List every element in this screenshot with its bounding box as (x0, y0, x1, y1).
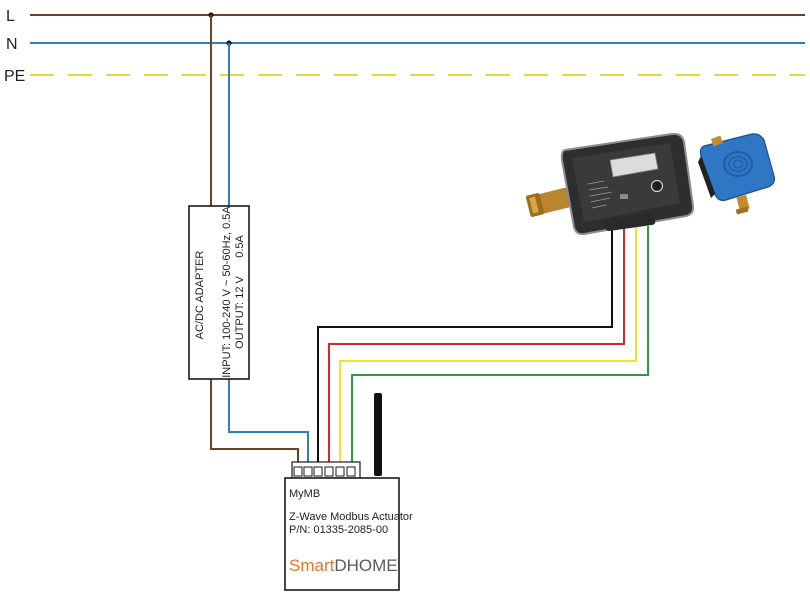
terminal-2 (303, 466, 313, 477)
terminal-1 (293, 466, 303, 477)
module-name: MyMB (289, 488, 320, 500)
live-junction (208, 12, 214, 18)
yellow-modbus-wire (339, 226, 637, 466)
earth-label: PE (4, 68, 25, 85)
black-modbus-wire (317, 226, 613, 466)
terminal-3 (313, 466, 323, 477)
brand-smart-text: Smart (289, 556, 335, 575)
ac-dc-adapter: AC/DC ADAPTER INPUT: 100-240 V ~ 50-60Hz… (188, 205, 250, 380)
green-modbus-wire (351, 226, 649, 466)
red-modbus-wire (328, 226, 625, 466)
neutral-label: N (6, 36, 18, 53)
antenna-icon (374, 393, 382, 476)
module-box (284, 477, 400, 591)
dc-blue-wire (228, 379, 309, 466)
power-rails: L N PE (4, 8, 805, 85)
live-label: L (6, 8, 15, 25)
terminal-5 (335, 466, 345, 477)
adapter-output-spec: OUTPUT: 12 V 0.5A (234, 234, 246, 348)
adapter-title: AC/DC ADAPTER (194, 251, 206, 340)
terminal-block (291, 461, 361, 479)
terminal-6 (346, 466, 356, 477)
module-description: Z-Wave Modbus Actuator (289, 511, 413, 523)
adapter-input-spec: INPUT: 100-240 V ~ 50-60Hz, 0.5A (221, 206, 233, 378)
brand-dhome-text: DHOME (334, 556, 397, 575)
modbus-wires (317, 226, 649, 466)
module-part-number: P/N: 01335-2085-00 (289, 524, 388, 536)
water-leak-sensor-icon (698, 133, 775, 215)
brand-logo: SmartDHOME (289, 556, 398, 575)
ultrasonic-water-meter-icon (525, 132, 695, 236)
adapter-box (188, 205, 250, 380)
adapter-feed-wires (210, 15, 309, 466)
terminal-4 (324, 466, 334, 477)
mymb-module: MyMB Z-Wave Modbus Actuator P/N: 01335-2… (284, 477, 413, 591)
dc-brown-wire (210, 379, 299, 466)
